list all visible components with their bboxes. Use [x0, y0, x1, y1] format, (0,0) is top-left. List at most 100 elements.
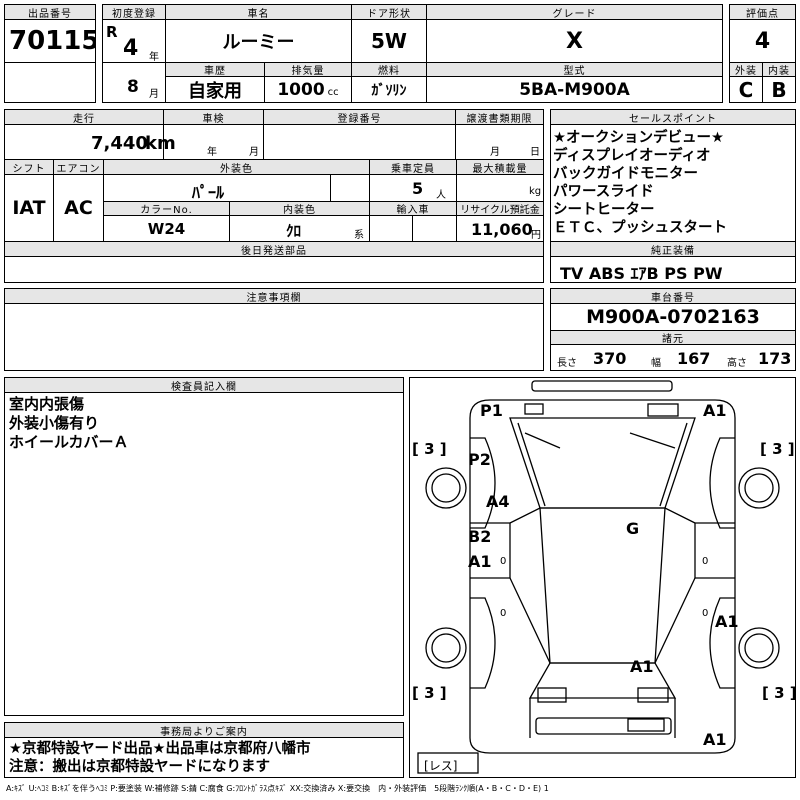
length: 370 [593, 349, 627, 368]
sales-point-item: ディスプレイオーディオ [553, 148, 711, 164]
fuel-header: 燃料 [351, 62, 427, 77]
shift-header: シフト [4, 159, 54, 175]
chassis-header: 車台番号 [550, 288, 796, 304]
interior-label: 内装 [768, 66, 790, 77]
equipment-header: 純正装備 [550, 241, 796, 257]
damage-mark-p2: P2 [468, 450, 491, 469]
transfer-header: 譲渡書類期限 [455, 109, 544, 125]
reg-no-cell [263, 124, 456, 160]
ext-color: ﾊﾟｰﾙ [192, 183, 225, 202]
score-cell: 4 [729, 19, 796, 63]
later-parts-header: 後日発送部品 [4, 241, 544, 257]
score: 4 [754, 28, 771, 54]
shift: IAT [12, 197, 46, 219]
color-no: W24 [147, 219, 186, 238]
office-line: 注意：搬出は京都特設ヤードになります [9, 759, 270, 775]
inspector-label: 検査員記入欄 [171, 381, 237, 393]
tire-front-left: [ 3 ] [412, 440, 447, 458]
era: R [106, 23, 118, 41]
car-name-cell: ルーミー [165, 19, 352, 63]
grade-label: グレード [552, 8, 597, 20]
office-header: 事務局よりご案内 [4, 722, 404, 738]
first-reg-year-cell: R 4 年 [102, 19, 166, 63]
inspector-notes: 室内内張傷 外装小傷有り ホイールカバーＡ [4, 392, 404, 716]
damage-mark-b2: B2 [468, 527, 492, 546]
first-reg-header: 初度登録 [102, 4, 166, 20]
office-label: 事務局よりご案内 [160, 726, 248, 738]
notes-cell [4, 303, 544, 371]
capacity: 5 [412, 179, 424, 198]
import-cell-a [369, 215, 413, 242]
max-load-header: 最大積載量 [456, 159, 544, 175]
height: 173 [758, 349, 792, 368]
mileage-cell: 7,440 km [4, 124, 176, 160]
sales-point-item: ＥＴＣ、プッシュスタート [553, 220, 727, 236]
first-reg-label: 初度登録 [112, 8, 156, 20]
car-name-label: 車名 [247, 8, 270, 20]
tire-rear-right: [ 3 ] [762, 684, 797, 702]
model-header: 型式 [426, 62, 723, 77]
tire-rl-grade: 3 [424, 684, 435, 702]
inspection-year-unit: 年 [207, 147, 217, 158]
legend: A:ｷｽﾞ U:ﾍｺﾐ B:ｷｽﾞを伴うﾍｺﾐ P:要塗装 W:補修跡 S:錆 … [6, 784, 549, 793]
office-notice: ★京都特設ヤード出品★出品車は京都府八幡市 注意：搬出は京都特設ヤードになります [4, 737, 404, 778]
inspection-month-unit: 月 [249, 147, 259, 158]
inspector-line: 室内内張傷 [9, 395, 85, 413]
history: 自家用 [188, 80, 242, 102]
ext-color-cell: ﾊﾟｰﾙ [103, 174, 331, 202]
displacement: 1000 [277, 79, 325, 100]
int-color-label: 内装色 [283, 205, 316, 216]
ac-header: エアコン [53, 159, 104, 175]
notes-header: 注意事項欄 [4, 288, 544, 304]
interior-header: 内装 [762, 62, 796, 77]
int-color-unit: 系 [354, 230, 364, 241]
month-unit: 月 [149, 89, 159, 100]
history-cell: 自家用 [165, 76, 265, 103]
sales-points-label: セールスポイント [629, 113, 717, 125]
door: 5W [371, 29, 407, 53]
reg-no-header: 登録番号 [263, 109, 456, 125]
grade-cell: X [426, 19, 723, 63]
sales-point-item: バックガイドモニター [553, 166, 698, 182]
sales-points-list: ★オークションデビュー★ ディスプレイオーディオ バックガイドモニター パワース… [550, 124, 796, 242]
exterior-header: 外装 [729, 62, 763, 77]
int-color-cell: ｸﾛ 系 [229, 215, 370, 242]
transfer-label: 譲渡書類期限 [466, 113, 533, 125]
max-load-label: 最大積載量 [472, 163, 528, 175]
sales-point-item: ★オークションデビュー★ [553, 130, 724, 146]
displacement-unit: cc [327, 87, 339, 98]
inspector-header: 検査員記入欄 [4, 377, 404, 393]
color-no-label: カラーNo. [140, 205, 193, 216]
svg-text:0: 0 [500, 556, 506, 567]
score-label: 評価点 [746, 8, 779, 20]
tire-front-right: [ 3 ] [760, 440, 795, 458]
displacement-cell: 1000 cc [264, 76, 352, 103]
sales-point-item: パワースライド [553, 184, 654, 200]
damage-mark-a1-left: A1 [468, 552, 492, 571]
equipment: TV ABS ｴｱB PS PW [560, 264, 723, 283]
tire-rr-grade: 3 [774, 684, 785, 702]
inspection-header: 車検 [163, 109, 264, 125]
chassis-cell: M900A-0702163 [550, 303, 796, 331]
exterior-grade-cell: C [729, 76, 763, 103]
fuel: ｶﾞｿﾘﾝ [371, 82, 407, 99]
damage-mark-a1-front: A1 [703, 401, 727, 420]
max-load-unit: kg [529, 186, 542, 197]
recycle-fee: 11,060 [471, 220, 533, 239]
import-cell-b [412, 215, 457, 242]
int-color-header: 内装色 [229, 201, 370, 216]
transfer-cell: 月 日 [455, 124, 544, 160]
length-label: 長さ [557, 358, 577, 369]
width: 167 [677, 349, 711, 368]
ext-color-header: 外装色 [103, 159, 370, 175]
model: 5BA-M900A [519, 79, 630, 100]
first-reg-month: 8 [127, 77, 139, 97]
spec-header: 諸元 [550, 330, 796, 345]
inspector-line: ホイールカバーＡ [9, 433, 129, 451]
exterior-grade: C [738, 77, 754, 102]
notes-label: 注意事項欄 [246, 292, 302, 304]
int-color: ｸﾛ [286, 222, 302, 240]
sales-point-item: シートヒーター [553, 202, 655, 218]
